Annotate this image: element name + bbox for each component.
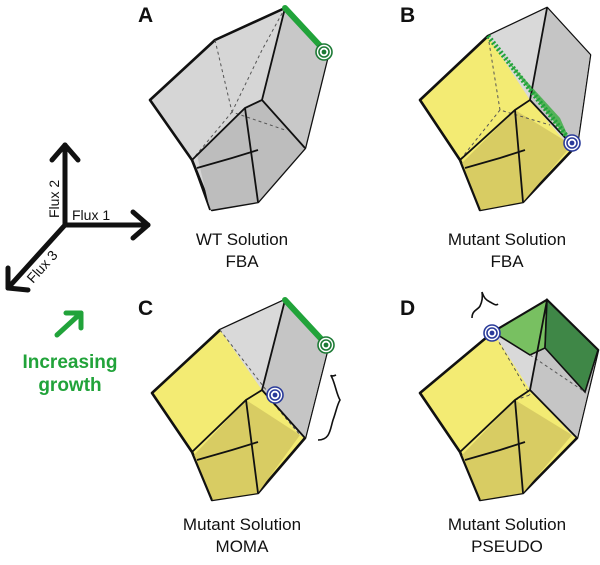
panel-caption-line2: FBA: [225, 252, 259, 271]
panel-letter: B: [400, 4, 415, 27]
optimum-marker: [317, 336, 335, 354]
panel-caption-line1: Mutant Solution: [183, 515, 301, 534]
polytope: [150, 297, 341, 502]
pseudo-solution-marker: [483, 324, 501, 342]
panel-caption-line1: Mutant Solution: [448, 230, 566, 249]
panel-letter: C: [138, 297, 153, 320]
polytope: [418, 291, 600, 502]
flux1-label: Flux 1: [72, 207, 110, 223]
polytope: [418, 6, 592, 212]
panel-caption-line1: WT Solution: [196, 230, 288, 249]
polytope: [148, 5, 333, 212]
panel-caption-line1: Mutant Solution: [448, 515, 566, 534]
growth-label-line2: growth: [38, 375, 101, 396]
panel-letter: D: [400, 297, 415, 320]
panel-caption-line2: PSEUDO: [471, 537, 543, 556]
distance-brace-icon: [471, 291, 499, 319]
flux-axes: Flux 1 Flux 2 Flux 3: [5, 142, 151, 293]
panel-letter: A: [138, 4, 153, 27]
mutant-optimum-marker: [563, 134, 581, 152]
panel-c: C Mutant Solution MOMA: [138, 297, 341, 556]
growth-indicator: Increasing growth: [22, 310, 118, 396]
moma-solution-marker: [266, 386, 284, 404]
growth-arrow-icon: [54, 310, 84, 338]
growth-label-line1: Increasing: [22, 352, 117, 373]
panel-d: D Mutant Solution PSEUDO: [400, 291, 600, 556]
panel-caption-line2: MOMA: [216, 537, 270, 556]
panel-b: B Mutant Solution FBA: [400, 4, 592, 271]
optimum-marker: [315, 43, 333, 61]
distance-brace-icon: [317, 374, 341, 441]
panel-caption-line2: FBA: [490, 252, 524, 271]
panel-a: A WT Solution FBA: [138, 4, 333, 271]
flux2-label: Flux 2: [46, 180, 62, 218]
